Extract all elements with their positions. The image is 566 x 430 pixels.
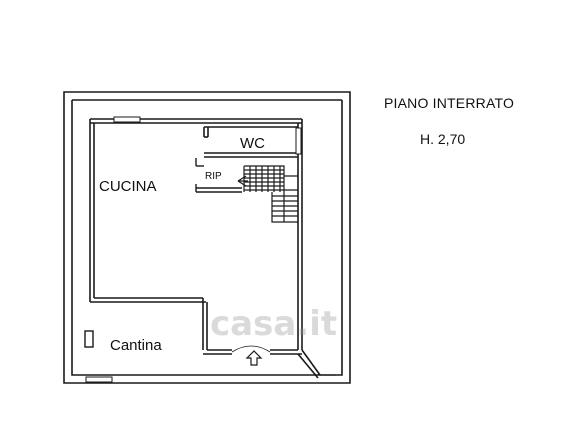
stair-arrow-icon — [237, 175, 248, 187]
floor-title: PIANO INTERRATO — [384, 95, 515, 111]
wc-window — [295, 127, 302, 155]
cantina-fixture — [84, 330, 94, 348]
wc-walls — [203, 126, 298, 158]
room-label-cucina: CUCINA — [99, 178, 157, 195]
entrance-arrow-icon — [245, 350, 263, 366]
rip-walls — [195, 158, 242, 193]
outer-wall — [63, 91, 351, 384]
room-label-rip: RIP — [205, 171, 222, 182]
interior-walls — [89, 118, 336, 379]
door-arc — [231, 345, 271, 353]
room-label-cantina: Cantina — [110, 337, 162, 354]
window-top — [113, 116, 141, 123]
window-bottom — [85, 376, 113, 383]
staircase — [243, 165, 298, 223]
room-label-wc: WC — [240, 135, 265, 152]
watermark-logo: casa.it — [210, 304, 338, 344]
ceiling-height-label: H. 2,70 — [420, 131, 466, 147]
